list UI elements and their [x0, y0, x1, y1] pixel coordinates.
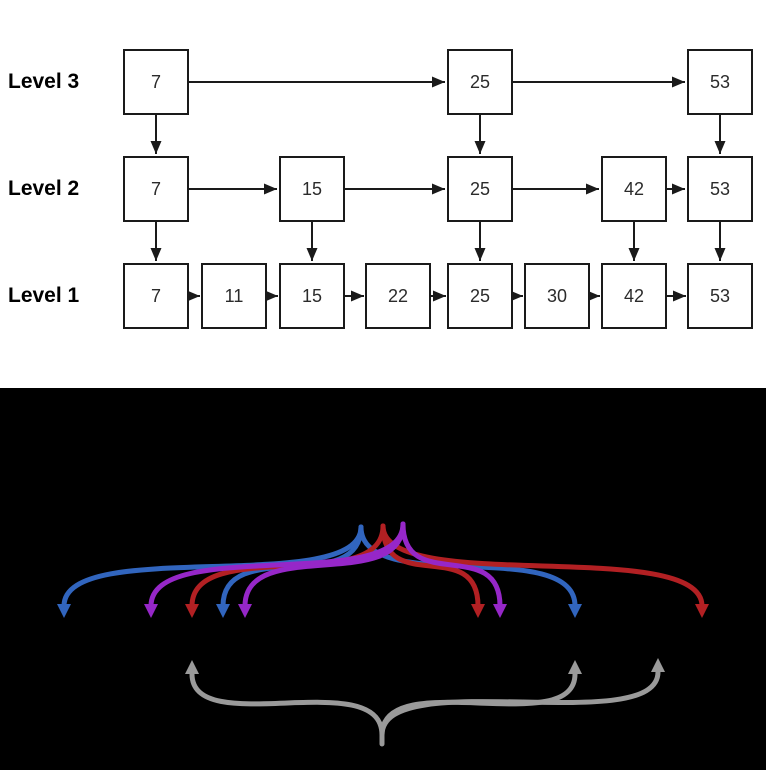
red-arrowhead-icon	[185, 604, 199, 618]
node-l1-15: 15	[279, 263, 345, 329]
arc-panel-background	[0, 388, 766, 770]
node-l3-7: 7	[123, 49, 189, 115]
node-l2-42: 42	[601, 156, 667, 222]
node-l1-11: 11	[201, 263, 267, 329]
red-arc-far-right	[380, 523, 705, 609]
gray-arc-left	[189, 671, 385, 738]
gray-arrowheads	[185, 658, 665, 674]
purple-arrowhead-icon	[238, 604, 252, 618]
gray-arc-far-right	[379, 669, 661, 738]
gray-arrowhead-icon	[185, 660, 199, 674]
purple-arrowheads	[144, 604, 507, 618]
purple-arcs	[148, 521, 503, 609]
red-arrowhead-icon	[695, 604, 709, 618]
purple-arc-mid-left	[242, 521, 406, 609]
blue-arrowhead-icon	[57, 604, 71, 618]
node-l1-42: 42	[601, 263, 667, 329]
blue-arrowhead-icon	[216, 604, 230, 618]
red-arrowhead-icon	[471, 604, 485, 618]
node-l2-15: 15	[279, 156, 345, 222]
blue-arc-far-left	[61, 524, 364, 609]
node-l1-7: 7	[123, 263, 189, 329]
node-l3-25: 25	[447, 49, 513, 115]
arc-panel	[0, 388, 766, 770]
red-arrowheads	[185, 604, 709, 618]
node-l2-7: 7	[123, 156, 189, 222]
node-l3-53: 53	[687, 49, 753, 115]
level-1-label: Level 1	[8, 284, 80, 307]
purple-arc-far-left	[148, 521, 406, 609]
purple-arrowhead-icon	[493, 604, 507, 618]
gray-arrowhead-icon	[651, 658, 665, 672]
node-l1-30: 30	[524, 263, 590, 329]
node-l2-25: 25	[447, 156, 513, 222]
blue-arrowhead-icon	[568, 604, 582, 618]
arc-panel-layer	[0, 388, 766, 770]
level-3-label: Level 3	[8, 70, 80, 93]
node-l1-25: 25	[447, 263, 513, 329]
level-2-label: Level 2	[8, 177, 80, 200]
purple-arrowhead-icon	[144, 604, 158, 618]
node-l1-53: 53	[687, 263, 753, 329]
node-l2-53: 53	[687, 156, 753, 222]
purple-arc-right	[400, 521, 503, 609]
blue-arrowheads	[57, 604, 582, 618]
gray-arcs	[189, 669, 661, 747]
gray-arrowhead-icon	[568, 660, 582, 674]
node-l1-22: 22	[365, 263, 431, 329]
